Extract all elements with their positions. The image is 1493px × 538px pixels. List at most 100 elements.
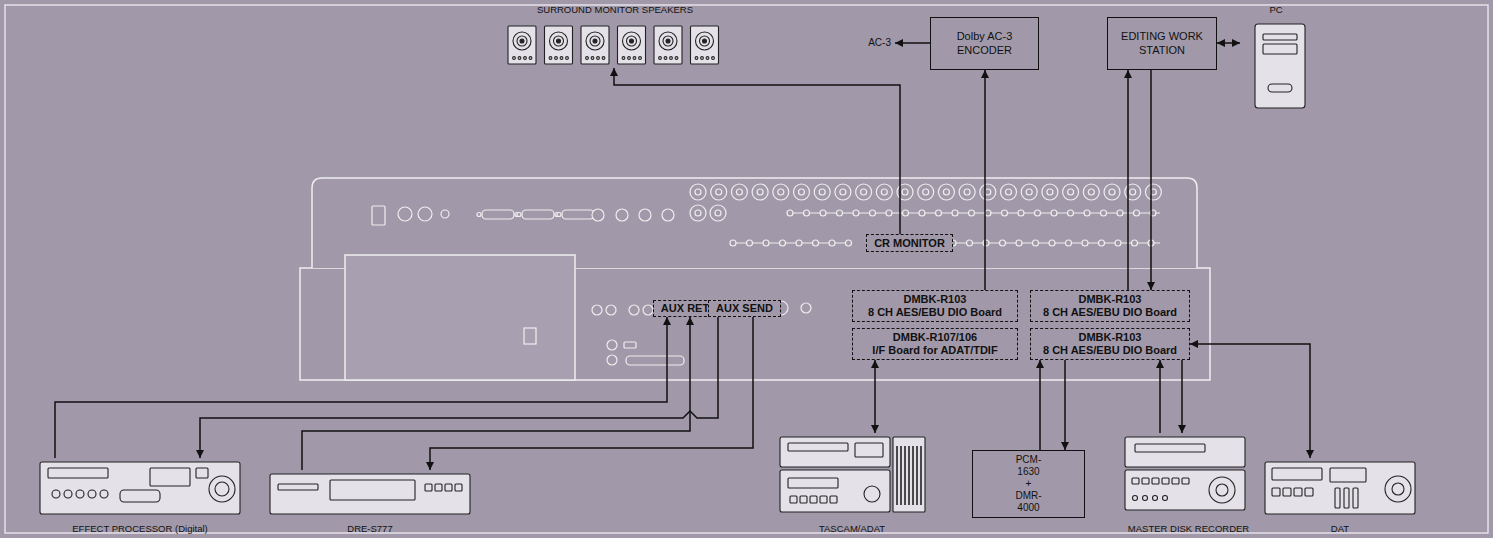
speaker-icon <box>508 26 536 64</box>
xlr-pin <box>1006 189 1012 195</box>
node-label: CR MONITOR <box>874 237 945 250</box>
dsub-connector <box>482 210 514 219</box>
jog-wheel <box>1209 477 1235 503</box>
bnc-connector <box>886 210 892 216</box>
jack <box>616 209 628 221</box>
speaker-cap <box>630 39 634 43</box>
xlr-pin <box>736 189 742 195</box>
node-label: DMBK-R103 <box>1079 331 1142 344</box>
process-box: Dolby AC-3 ENCODER <box>930 17 1039 70</box>
jack <box>639 209 651 221</box>
bnc-connector <box>730 240 736 246</box>
speaker-cone <box>663 36 673 46</box>
xlr-connector <box>731 184 747 200</box>
console-cover <box>345 255 575 380</box>
jog-wheel <box>1216 484 1228 496</box>
jack <box>643 305 653 315</box>
xlr-pin <box>1047 189 1053 195</box>
bnc-connector <box>1016 240 1022 246</box>
drive-slot <box>1263 34 1297 40</box>
xlr-connector <box>1021 184 1037 200</box>
speaker-cap <box>593 39 597 43</box>
speaker-knob <box>529 57 532 60</box>
knob <box>1392 483 1404 495</box>
interface-board: DMBK-R1038 CH AES/EBU DIO Board <box>852 290 1018 322</box>
device: EFFECT PROCESSOR (Digital) <box>36 458 244 534</box>
speaker-knob <box>513 57 516 60</box>
node-label: DAT <box>1331 523 1349 534</box>
jack <box>418 207 432 221</box>
recorder-icon <box>780 470 890 512</box>
node-label: AUX RET <box>661 302 709 315</box>
signal-connector <box>874 360 876 433</box>
xlr-pin <box>1068 189 1074 195</box>
tape-slot <box>788 443 848 451</box>
xlr-connector <box>959 184 975 200</box>
bnc-connector <box>1099 240 1105 246</box>
xlr-pin <box>1026 189 1032 195</box>
node-label: 8 CH AES/EBU DIO Board <box>868 306 1002 319</box>
node-label: 8 CH AES/EBU DIO Board <box>1043 344 1177 357</box>
bnc-connector <box>870 210 876 216</box>
meter-bar <box>904 446 906 505</box>
knob <box>864 486 880 502</box>
bnc-connector <box>983 240 989 246</box>
button <box>800 496 807 503</box>
meter-bar <box>916 446 918 505</box>
signal-connector <box>614 68 900 234</box>
button <box>1305 488 1313 496</box>
device: DAT <box>1262 458 1418 534</box>
speaker-knob <box>628 57 631 60</box>
bnc-connector <box>1051 210 1057 216</box>
large-knob <box>209 476 235 502</box>
node-label: EDITING WORK STATION <box>1114 30 1210 58</box>
jack <box>398 207 412 221</box>
button <box>1132 478 1139 484</box>
xlr-connector <box>773 184 789 200</box>
device-icons <box>40 24 1415 514</box>
speaker-knob <box>664 57 667 60</box>
display <box>1330 468 1366 482</box>
bnc-connector <box>796 240 802 246</box>
speaker-cap <box>557 39 561 43</box>
device: MASTER DISK RECORDER <box>1120 433 1257 534</box>
bnc-connector <box>804 210 810 216</box>
node-label: 8 CH AES/EBU DIO Board <box>1043 306 1177 319</box>
bnc-connector <box>903 210 909 216</box>
dsub-connector <box>626 356 684 365</box>
xlr-pin <box>943 189 949 195</box>
speaker-knob <box>639 57 642 60</box>
recorder-icon <box>780 437 890 467</box>
speaker-knob <box>591 57 594 60</box>
panel-slot <box>48 468 108 478</box>
xlr-connector <box>856 184 872 200</box>
bnc-connector <box>780 240 786 246</box>
xlr-pin <box>1130 189 1136 195</box>
bnc-connector <box>1115 240 1121 246</box>
bnc-connector <box>846 240 852 246</box>
xlr-pin <box>881 189 887 195</box>
speaker-cone <box>554 36 564 46</box>
dre-s777-icon <box>270 474 470 514</box>
xlr-pin <box>715 210 721 216</box>
button <box>455 484 462 491</box>
jack <box>607 340 617 350</box>
button <box>1182 478 1189 484</box>
speaker-knob <box>695 57 698 60</box>
knob <box>1385 476 1411 502</box>
bnc-connector <box>820 210 826 216</box>
speaker-knob <box>706 57 709 60</box>
button <box>435 484 442 491</box>
node-label: MASTER DISK RECORDER <box>1128 523 1249 534</box>
node-label: EFFECT PROCESSOR (Digital) <box>72 523 207 534</box>
display <box>150 468 190 486</box>
speaker-group: SURROUND MONITOR SPEAKERS <box>500 4 730 68</box>
button <box>196 468 208 478</box>
bnc-connector <box>967 240 973 246</box>
signal-connector <box>1150 70 1152 290</box>
interface-board: DMBK-R107/106I/F Board for ADAT/TDIF <box>852 328 1018 360</box>
speaker-knob <box>712 57 715 60</box>
bnc-connector <box>1132 240 1138 246</box>
xlr-pin <box>964 189 970 195</box>
